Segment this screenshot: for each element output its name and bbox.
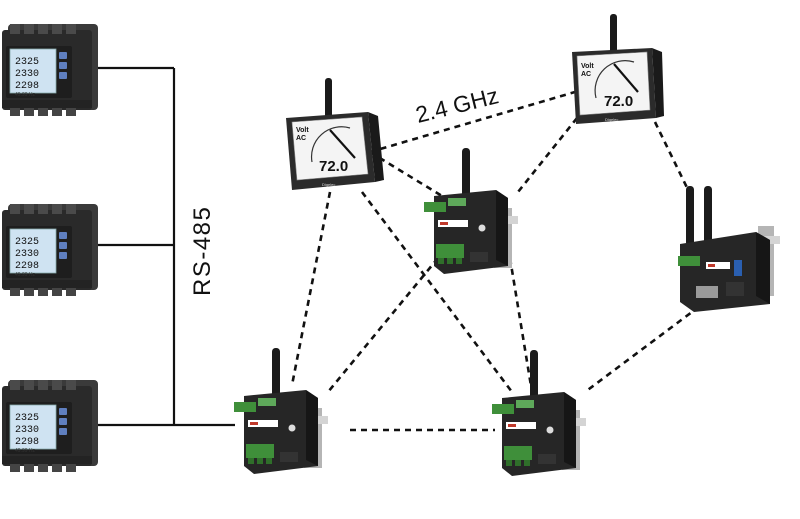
meter-reading: 2330 <box>15 249 39 260</box>
meter-reading: 2325 <box>15 413 39 424</box>
io-module-left <box>234 348 328 474</box>
energy-meter-1: 2325 2330 2298 49.99 Hz <box>1 23 99 117</box>
display-unit: AC <box>581 71 591 78</box>
frequency-label: 2.4 GHz <box>413 82 501 128</box>
meter-reading: 2298 <box>15 81 39 92</box>
antenna-icon <box>704 186 712 246</box>
meter-reading: 2330 <box>15 425 39 436</box>
io-module-bottom <box>492 350 586 476</box>
meter-reading: 2298 <box>15 261 39 272</box>
wireless-links <box>290 90 709 432</box>
wireless-display-right: Volt AC 72.0 Digelec <box>572 14 664 124</box>
display-unit: Volt <box>581 63 594 70</box>
io-module-top <box>424 148 518 274</box>
wireless-link <box>584 298 709 394</box>
antenna-icon <box>325 78 332 118</box>
display-brand: Digelec <box>322 182 335 187</box>
wireless-link <box>508 257 534 393</box>
meter-reading: 2325 <box>15 237 39 248</box>
wireless-link <box>360 191 514 393</box>
meter-frequency: 49.99 Hz <box>15 448 36 454</box>
wireless-link <box>290 191 332 386</box>
display-unit: AC <box>296 135 306 142</box>
display-value: 72.0 <box>319 158 348 175</box>
bus-label: RS-485 <box>189 206 216 296</box>
display-brand: Digelec <box>605 117 618 122</box>
antenna-icon <box>610 14 617 56</box>
display-unit: Volt <box>296 127 309 134</box>
wireless-gateway <box>678 186 780 312</box>
wireless-link <box>369 90 576 154</box>
meter-reading: 2330 <box>15 69 39 80</box>
rs485-bus <box>95 66 235 427</box>
antenna-icon <box>686 186 694 246</box>
meter-frequency: 49.99 Hz <box>15 272 36 278</box>
meter-frequency: 49.99 Hz <box>15 92 36 98</box>
energy-meter-2: 2325 2330 2298 49.99 Hz <box>1 203 99 297</box>
energy-meter-3: 2325 2330 2298 49.99 Hz <box>1 379 99 473</box>
wireless-link <box>326 257 440 393</box>
wireless-display-left: Volt AC 72.0 Digelec <box>286 78 384 190</box>
wireless-link <box>516 117 579 193</box>
meter-reading: 2298 <box>15 437 39 448</box>
display-value: 72.0 <box>604 93 633 110</box>
wireless-link <box>653 121 695 201</box>
meter-reading: 2325 <box>15 57 39 68</box>
